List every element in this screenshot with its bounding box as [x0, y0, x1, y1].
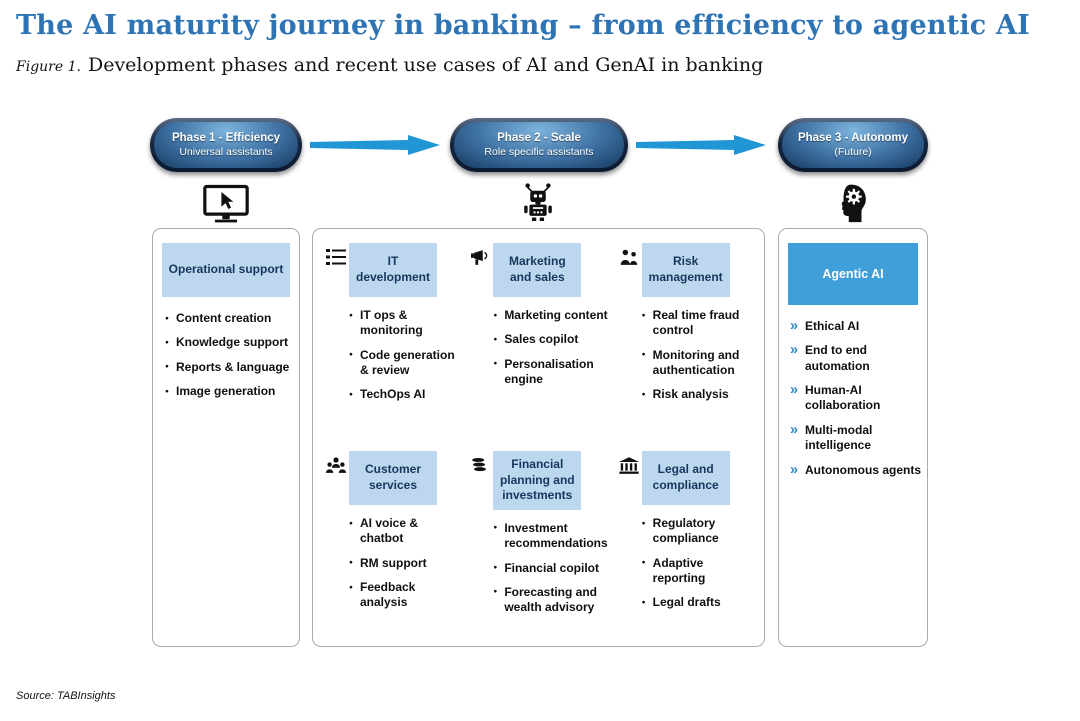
bullet-item: Content creation — [165, 311, 293, 326]
arrow-right-icon — [310, 135, 440, 155]
agentic-item: Autonomous agents — [790, 463, 923, 478]
bullet-item: Adaptive reporting — [642, 556, 752, 587]
agentic-item: End to end automation — [790, 343, 923, 374]
phase-1-subtitle: Universal assistants — [179, 145, 273, 158]
coins-icon — [469, 456, 491, 475]
bullet-item: Legal drafts — [642, 595, 752, 610]
bullet-item: Monitoring and authentication — [642, 348, 752, 379]
phase-2-title: Phase 2 - Scale — [497, 131, 581, 144]
bullet-item: TechOps AI — [349, 387, 459, 402]
phase-pill-3-face: Phase 3 - Autonomy (Future) — [782, 122, 924, 168]
megaphone-icon — [469, 248, 491, 267]
phase-3-title: Phase 3 - Autonomy — [797, 131, 909, 144]
robot-icon — [519, 181, 557, 223]
chevron-icon — [790, 341, 798, 360]
bullet-item: IT ops & monitoring — [349, 308, 459, 339]
section-customer-services: Customer services AI voice & chatbot RM … — [325, 451, 459, 646]
chevron-icon — [790, 381, 798, 400]
bullet-item: Knowledge support — [165, 335, 293, 350]
figure-caption-text: Development phases and recent use cases … — [87, 54, 764, 76]
bullet-item: Forecasting and wealth advisory — [493, 585, 607, 616]
section-header: Financial planning and investments — [493, 451, 582, 510]
chevron-icon — [790, 421, 798, 440]
bullet-item: Code generation & review — [349, 348, 459, 379]
section-header: Customer services — [349, 451, 437, 505]
figure-caption: Figure 1. Development phases and recent u… — [16, 54, 763, 76]
phase-3-subtitle: (Future) — [834, 145, 872, 158]
bullet-item: Regulatory compliance — [642, 516, 752, 547]
chevron-icon — [790, 461, 798, 480]
section-legal-compliance: Legal and compliance Regulatory complian… — [618, 451, 752, 646]
agentic-item-label: Multi-modal intelligence — [805, 422, 873, 453]
agentic-item-label: Ethical AI — [805, 319, 860, 333]
phase-pill-1-face: Phase 1 - Efficiency Universal assistant… — [154, 122, 298, 168]
panel-agentic-ai: Agentic AI Ethical AI End to end automat… — [778, 228, 928, 647]
section-header: IT development — [349, 243, 437, 297]
bullet-item: Marketing content — [493, 308, 607, 323]
figure-label: Figure 1. — [16, 59, 81, 75]
list-icon — [325, 248, 347, 266]
chevron-icon — [790, 317, 798, 336]
section-header: Legal and compliance — [641, 451, 730, 505]
agentic-ai-header: Agentic AI — [788, 243, 918, 305]
section-header: Marketing and sales — [493, 243, 582, 297]
bullet-item: Reports & language — [165, 360, 293, 375]
agentic-item: Multi-modal intelligence — [790, 423, 923, 454]
agentic-item-label: Human-AI collaboration — [805, 383, 881, 413]
section-marketing-sales: Marketing and sales Marketing content Sa… — [469, 243, 608, 451]
section-risk-management: Risk management Real time fraud control … — [618, 243, 752, 451]
section-header: Risk management — [641, 243, 730, 297]
section-financial-planning: Financial planning and investments Inves… — [469, 451, 608, 646]
monitor-icon — [203, 184, 249, 224]
bullet-item: Sales copilot — [493, 332, 607, 347]
bullet-item: Image generation — [165, 384, 293, 399]
bullet-item: RM support — [349, 556, 459, 571]
people-icon — [618, 248, 640, 267]
phase-1-title: Phase 1 - Efficiency — [171, 131, 281, 144]
agentic-item-label: End to end automation — [805, 343, 870, 373]
customer-group-icon — [325, 456, 347, 475]
operational-support-header: Operational support — [162, 243, 290, 297]
phase-pill-3: Phase 3 - Autonomy (Future) — [778, 118, 928, 172]
bullet-item: Risk analysis — [642, 387, 752, 402]
phase-pill-1: Phase 1 - Efficiency Universal assistant… — [150, 118, 302, 172]
phase-2-subtitle: Role specific assistants — [484, 145, 594, 158]
panel-scale-use-cases: IT development IT ops & monitoring Code … — [312, 228, 765, 647]
bullet-item: Investment recommendations — [493, 521, 607, 552]
bullet-item: Financial copilot — [493, 561, 607, 576]
agentic-item-label: Autonomous agents — [805, 462, 921, 477]
bullet-item: AI voice & chatbot — [349, 516, 459, 547]
agentic-item: Human-AI collaboration — [790, 383, 923, 414]
agentic-item: Ethical AI — [790, 319, 923, 334]
head-gear-icon — [836, 183, 870, 223]
page-title: The AI maturity journey in banking – fro… — [16, 10, 1031, 41]
section-it-development: IT development IT ops & monitoring Code … — [325, 243, 459, 451]
bank-icon — [618, 456, 640, 475]
phase-pill-2: Phase 2 - Scale Role specific assistants — [450, 118, 628, 172]
panel-operational-support: Operational support Content creation Kno… — [152, 228, 300, 647]
arrow-right-icon — [636, 135, 766, 155]
phase-pill-2-face: Phase 2 - Scale Role specific assistants — [454, 122, 624, 168]
bullet-item: Real time fraud control — [642, 308, 752, 339]
source-note: Source: TABInsights — [16, 690, 116, 702]
bullet-item: Personalisation engine — [493, 357, 607, 388]
bullet-item: Feedback analysis — [349, 580, 459, 611]
